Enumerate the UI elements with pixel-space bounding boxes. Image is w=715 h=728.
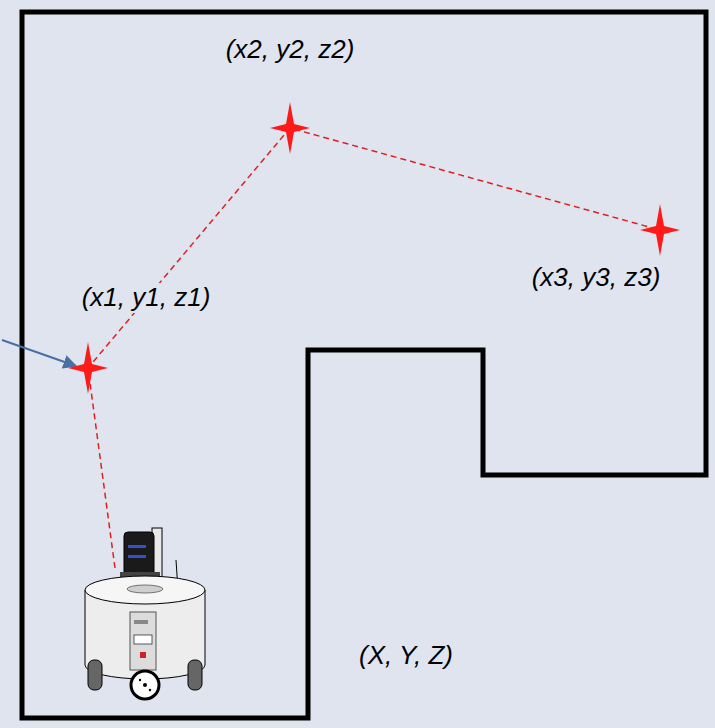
waypoint-star xyxy=(68,342,108,394)
waypoint-path xyxy=(88,128,660,568)
coordinate-label: (x3, y3, z3) xyxy=(529,263,664,293)
coordinate-label: (x2, y2, z2) xyxy=(223,35,358,65)
waypoint-star xyxy=(270,102,310,154)
pointer-arrow xyxy=(2,340,76,366)
waypoint-star xyxy=(640,204,680,256)
wall-outline xyxy=(22,12,706,718)
coordinate-label: (X, Y, Z) xyxy=(356,641,456,671)
coordinate-label: (x1, y1, z1) xyxy=(79,283,214,313)
robot xyxy=(85,528,205,699)
